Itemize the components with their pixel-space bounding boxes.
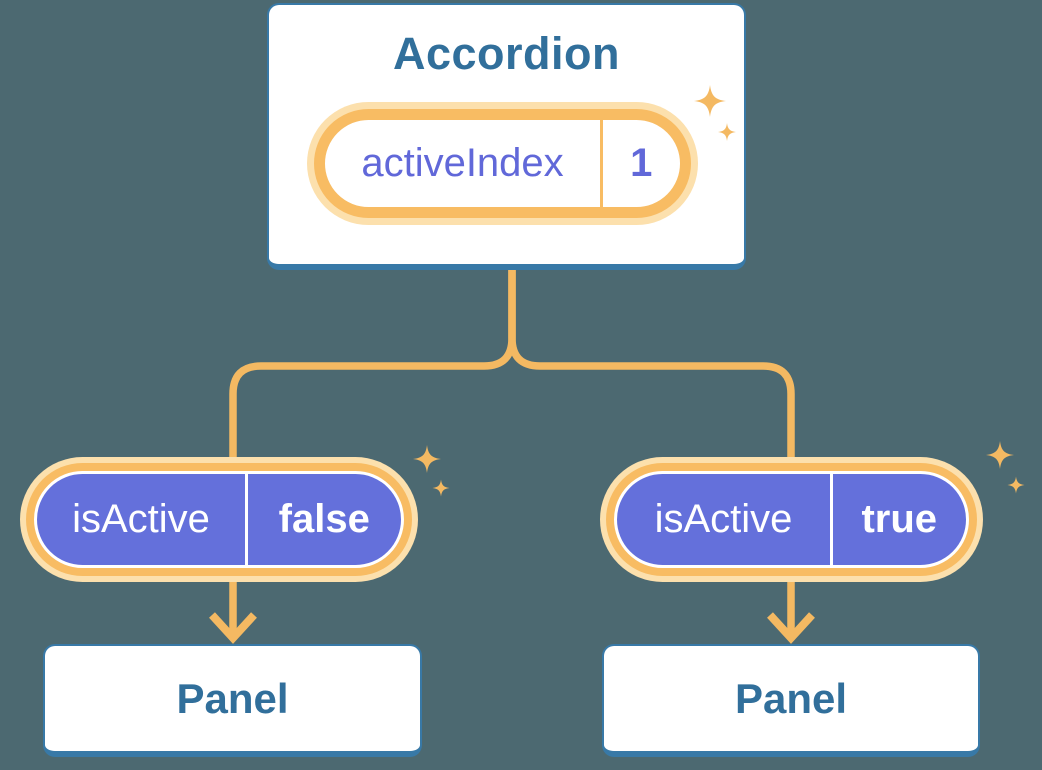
pill-divider [245,474,248,565]
prop-pill-isactive-false: isActive false [34,471,404,568]
accordion-title: Accordion [392,28,621,79]
tree-connector-left [229,268,516,470]
arrow-down-icon [767,612,815,644]
prop-pill-value: false [278,497,370,541]
prop-pill-isactive-true: isActive true [614,471,969,568]
pill-divider [600,120,603,207]
panel-component-box-right: Panel [602,644,980,757]
state-pill-label: activeIndex [361,141,564,185]
sparkle-icon [1007,476,1025,494]
sparkle-icon [986,441,1014,469]
state-pill-value: 1 [630,141,653,185]
panel-component-box-left: Panel [43,644,422,757]
pill-divider [830,474,833,565]
sparkle-icon [432,479,450,497]
arrow-down-icon [209,612,257,644]
accordion-component-box: Accordion activeIndex 1 [267,3,746,270]
tree-connector-right [508,268,795,470]
prop-pill-label: isActive [654,497,793,541]
sparkle-icon [413,445,441,473]
prop-pill-label: isActive [72,497,210,541]
prop-pill-value: true [861,497,938,541]
state-pill-activeindex: activeIndex 1 [314,109,691,218]
